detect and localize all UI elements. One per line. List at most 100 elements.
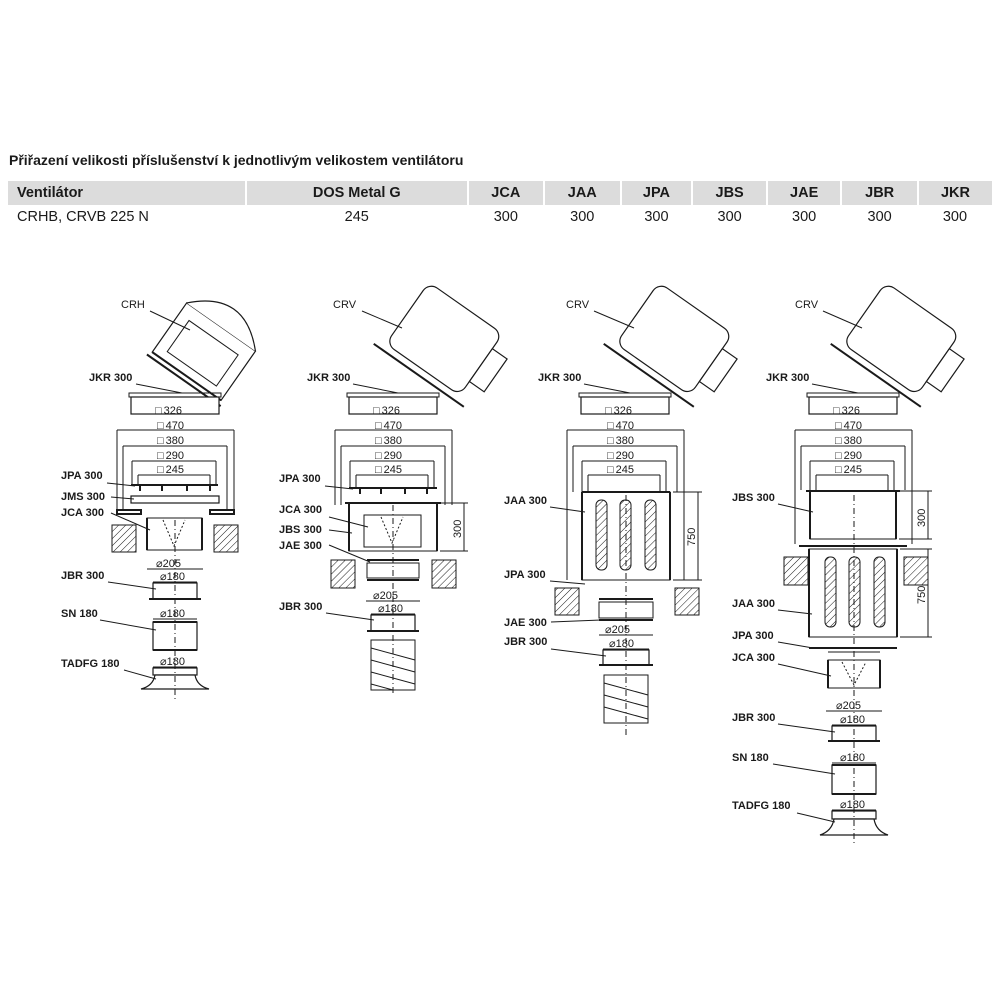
label-crv-4: CRV [795, 299, 819, 311]
label-jaa-4: JAA 300 [732, 598, 775, 610]
dim-205-2: 205 [380, 590, 398, 602]
svg-text:□290: □290 [157, 450, 184, 462]
dim-470-4: 470 [844, 420, 862, 432]
label-jca-4: JCA 300 [732, 652, 775, 664]
svg-text:□326: □326 [155, 405, 182, 417]
header-fan: Ventilátor [8, 181, 246, 205]
dim-180-1: 180 [167, 571, 185, 583]
svg-text:□245: □245 [835, 464, 862, 476]
dim-290-4: 290 [844, 450, 862, 462]
header-jae: JAE [765, 181, 842, 205]
svg-text:⌀205: ⌀205 [836, 700, 861, 712]
dim-380-1: 380 [166, 435, 184, 447]
cell-jkr: 300 [942, 209, 968, 225]
label-jbr-4: JBR 300 [732, 712, 775, 724]
square-symbol: □ [155, 405, 162, 417]
label-jpa-3: JPA 300 [504, 569, 546, 581]
label-jae-3: JAE 300 [504, 617, 547, 629]
header-dos-metal-g: DOS Metal G [245, 181, 468, 205]
diameter-symbol: ⌀ [156, 558, 163, 570]
dim-470-3: 470 [616, 420, 634, 432]
dim-180-3: 180 [167, 656, 185, 668]
svg-text:□380: □380 [607, 435, 634, 447]
label-jbr-2: JBR 300 [279, 601, 322, 613]
dim-470-1: 470 [166, 420, 184, 432]
svg-text:□290: □290 [607, 450, 634, 462]
dim-380-4: 380 [844, 435, 862, 447]
dim-180-8: 180 [847, 799, 865, 811]
table-row: CRHB, CRVB 225 N 245 300 300 300 300 300… [8, 205, 992, 229]
dim-180-2: 180 [167, 608, 185, 620]
svg-text:⌀180: ⌀180 [840, 799, 865, 811]
accessory-size-table: Ventilátor DOS Metal G JCA JAA JPA JBS J… [8, 181, 992, 229]
svg-text:⌀205: ⌀205 [605, 624, 630, 636]
diagram-crv-jaa: CRV JKR 300 □326 □470 □380 □290 □245 750 [504, 285, 738, 735]
svg-text:□380: □380 [835, 435, 862, 447]
svg-text:□245: □245 [375, 464, 402, 476]
label-jbr-3: JBR 300 [504, 636, 547, 648]
label-jpa-1: JPA 300 [61, 470, 103, 482]
dim-205-4: 205 [843, 700, 861, 712]
dim-245-4: 245 [844, 464, 862, 476]
svg-text:□326: □326 [833, 405, 860, 417]
dim-326-3: 326 [614, 405, 632, 417]
table-header-row: Ventilátor DOS Metal G JCA JAA JPA JBS J… [8, 181, 992, 205]
label-crv-3: CRV [566, 299, 590, 311]
dim-300-2: 300 [452, 520, 464, 538]
header-jbr: JBR [840, 181, 918, 205]
crv-fan-drawing-4 [830, 285, 965, 408]
label-jkr-4: JKR 300 [766, 372, 809, 384]
label-jca-1: JCA 300 [61, 507, 104, 519]
label-jbr-1: JBR 300 [61, 570, 104, 582]
diagram-crv-jca: CRV JKR 300 □326 □470 □380 □290 □245 JPA… [279, 285, 508, 695]
dim-290-1: 290 [166, 450, 184, 462]
svg-text:⌀180: ⌀180 [160, 571, 185, 583]
label-jkr-2: JKR 300 [307, 372, 350, 384]
label-tadfg-4: TADFG 180 [732, 800, 790, 812]
svg-text:⌀180: ⌀180 [609, 638, 634, 650]
svg-text:⌀180: ⌀180 [160, 656, 185, 668]
label-jkr-1: JKR 300 [89, 372, 132, 384]
label-jpa-2: JPA 300 [279, 473, 321, 485]
cell-dos-metal-g: 245 [344, 209, 369, 225]
dim-380-3: 380 [616, 435, 634, 447]
label-jaa-3: JAA 300 [504, 495, 547, 507]
dim-326-4: 326 [842, 405, 860, 417]
label-jkr-3: JKR 300 [538, 372, 581, 384]
dim-290-2: 290 [384, 450, 402, 462]
svg-text:□380: □380 [157, 435, 184, 447]
label-jca-2: JCA 300 [279, 504, 322, 516]
dim-180-5: 180 [616, 638, 634, 650]
svg-text:⌀180: ⌀180 [160, 608, 185, 620]
header-jca: JCA [466, 181, 545, 205]
svg-text:⌀180: ⌀180 [840, 714, 865, 726]
dim-470-2: 470 [384, 420, 402, 432]
cell-jaa: 300 [570, 209, 595, 225]
dim-326-2: 326 [382, 405, 400, 417]
svg-text:□326: □326 [605, 405, 632, 417]
dim-750-3: 750 [686, 528, 698, 546]
cell-jbs: 300 [717, 209, 742, 225]
svg-text:□470: □470 [607, 420, 634, 432]
dim-326-1: 326 [164, 405, 182, 417]
dim-300-4: 300 [916, 509, 928, 527]
crh-fan-drawing [146, 300, 257, 407]
header-jbs: JBS [691, 181, 767, 205]
dim-750-4: 750 [916, 586, 928, 604]
label-tadfg-1: TADFG 180 [61, 658, 119, 670]
crv-fan-drawing-3 [603, 285, 738, 408]
dim-180-4: 180 [385, 603, 403, 615]
label-jae-2: JAE 300 [279, 540, 322, 552]
cell-fan: CRHB, CRVB 225 N [17, 209, 149, 225]
dim-290-3: 290 [616, 450, 634, 462]
label-sn-1: SN 180 [61, 608, 98, 620]
label-jbs-4: JBS 300 [732, 492, 775, 504]
svg-text:□470: □470 [835, 420, 862, 432]
diagram-crv-jbs-jaa: CRV JKR 300 □326 □470 □380 □290 □245 300… [732, 285, 965, 845]
page-title: Přiřazení velikosti příslušenství k jedn… [9, 152, 464, 168]
svg-text:□245: □245 [607, 464, 634, 476]
dim-380-2: 380 [384, 435, 402, 447]
svg-text:⌀205: ⌀205 [156, 558, 181, 570]
diagram-crh: CRH JKR 300 □326 □470 □380 □290 □245 JPA… [61, 299, 257, 700]
